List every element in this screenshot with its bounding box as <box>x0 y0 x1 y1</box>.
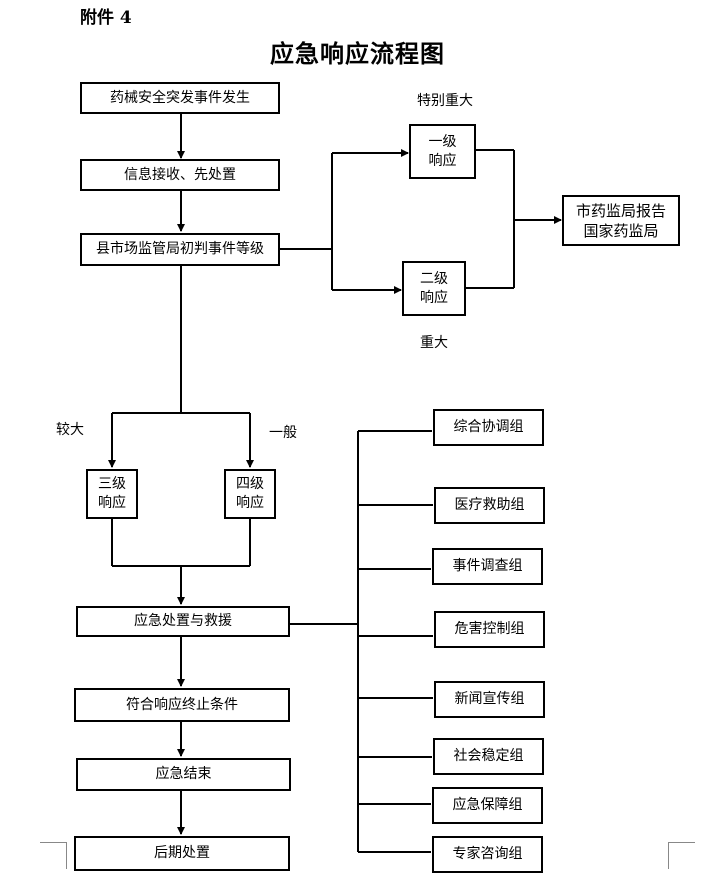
group-box: 事件调查组 <box>432 548 543 585</box>
box-level2: 二级 响应 <box>402 261 466 316</box>
box-incident: 药械安全突发事件发生 <box>80 82 280 114</box>
group-box: 新闻宣传组 <box>434 681 545 718</box>
attachment-label: 附件 4 <box>80 8 132 28</box>
label-major: 重大 <box>420 335 448 351</box>
label-extra-major: 特别重大 <box>417 93 473 109</box>
group-box: 应急保障组 <box>432 787 543 824</box>
box-level1: 一级 响应 <box>409 124 476 179</box>
box-report: 市药监局报告 国家药监局 <box>562 195 680 246</box>
box-rescue: 应急处置与救援 <box>76 606 290 637</box>
page-corner-mark <box>668 842 695 869</box>
group-box: 社会稳定组 <box>433 738 544 775</box>
box-level4: 四级 响应 <box>224 469 276 519</box>
box-aftermath: 后期处置 <box>74 836 290 871</box>
label-larger: 较大 <box>56 422 84 438</box>
page-corner-mark <box>40 842 67 869</box>
box-level3: 三级 响应 <box>86 469 138 519</box>
group-box: 专家咨询组 <box>432 836 543 873</box>
group-box: 危害控制组 <box>434 611 545 648</box>
box-county: 县市场监管局初判事件等级 <box>80 233 280 266</box>
box-termination: 符合响应终止条件 <box>74 688 290 722</box>
box-info: 信息接收、先处置 <box>80 159 280 191</box>
group-box: 医疗救助组 <box>434 487 545 524</box>
page-title: 应急响应流程图 <box>270 39 445 68</box>
box-end: 应急结束 <box>76 758 291 791</box>
label-general: 一般 <box>269 425 297 441</box>
group-box: 综合协调组 <box>433 409 544 446</box>
